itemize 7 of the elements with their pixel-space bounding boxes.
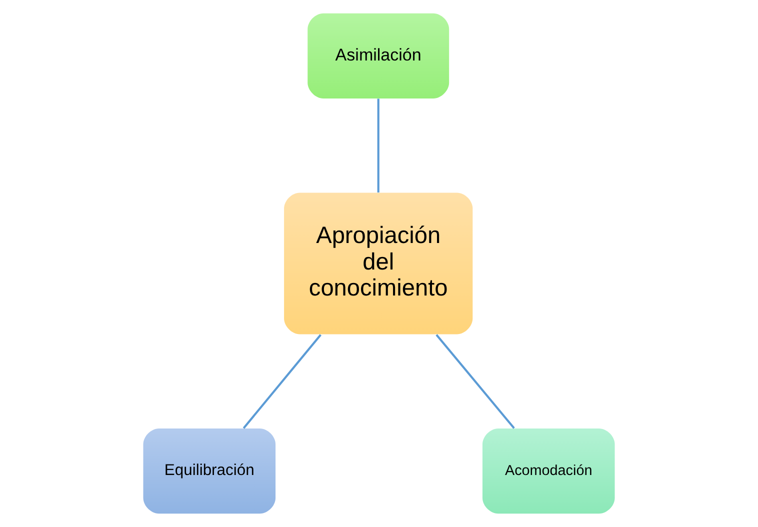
node-box: Asimilación (308, 13, 450, 98)
node-box: Equilibración (143, 428, 276, 514)
node-box: Apropiación del conocimiento (284, 192, 473, 334)
connector (377, 98, 380, 192)
connector (436, 334, 515, 429)
connector (242, 334, 322, 429)
node-box: Acomodación (482, 428, 615, 514)
